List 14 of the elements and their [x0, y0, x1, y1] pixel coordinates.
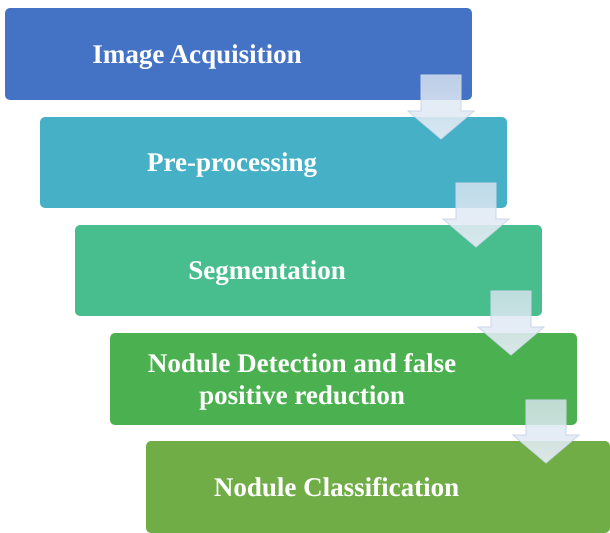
process-step-box [75, 225, 542, 316]
down-arrow [442, 182, 510, 248]
step-label: Segmentation [188, 254, 346, 287]
step-label: Nodule Classification [214, 470, 460, 504]
step-label: Image Acquisition [92, 38, 302, 70]
process-step-box [40, 117, 507, 208]
down-arrow [476, 290, 546, 356]
process-step-box [146, 441, 610, 533]
process-step-box [110, 333, 577, 425]
process-step-box [5, 8, 472, 100]
down-arrow [512, 400, 580, 464]
down-arrow [406, 74, 476, 140]
step-label: Pre-processing [147, 146, 317, 179]
step-label: Nodule Detection and false positive reduction [146, 346, 458, 412]
